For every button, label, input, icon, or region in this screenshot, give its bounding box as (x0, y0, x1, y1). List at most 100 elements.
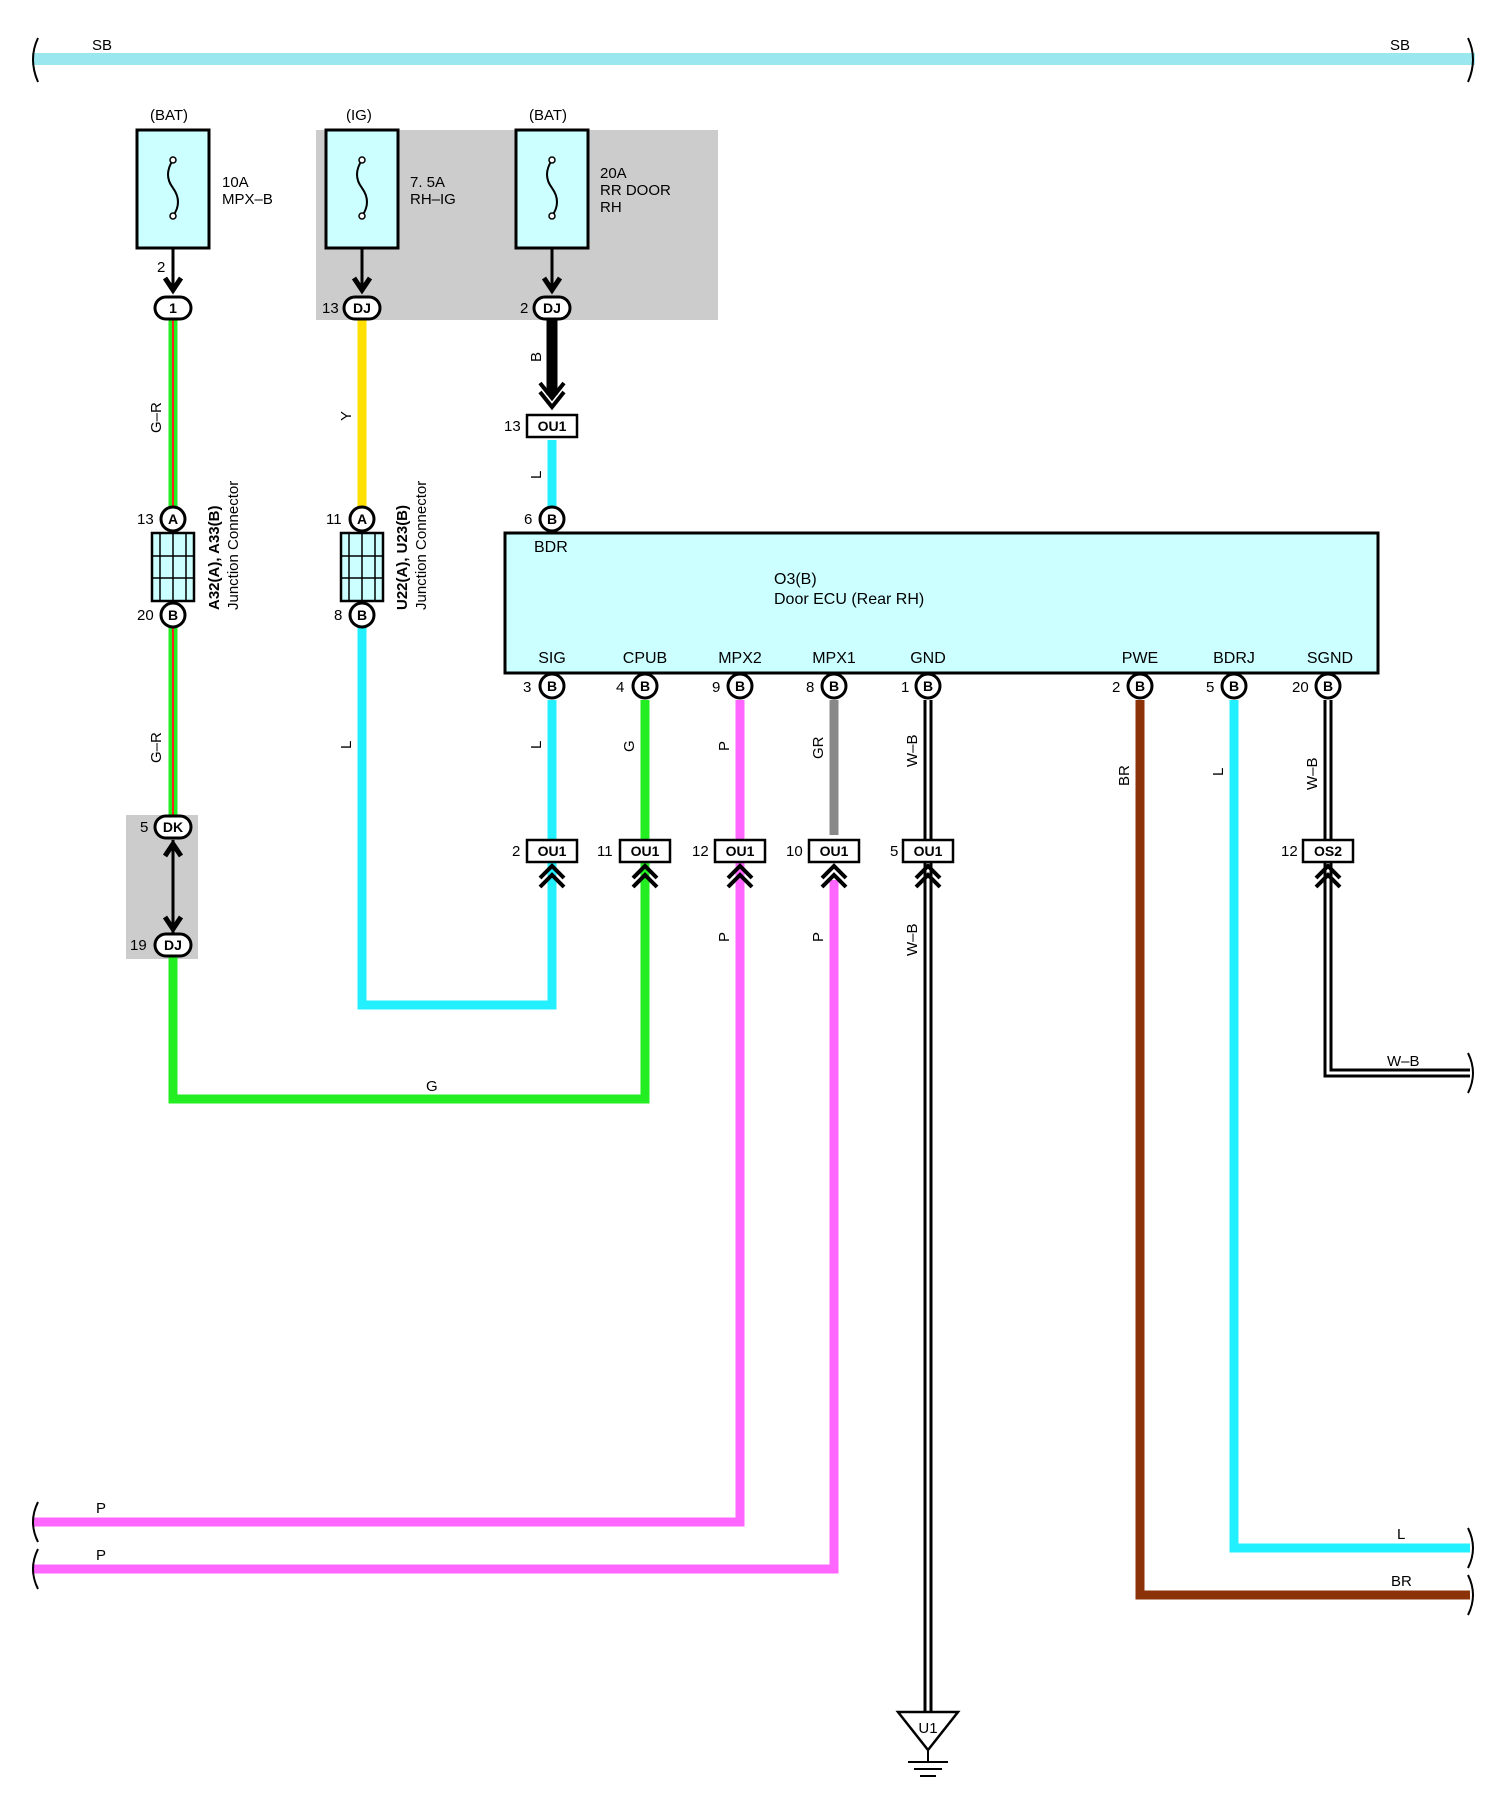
label-gr-upper: G–R (148, 402, 165, 433)
connector-ou1-5: 5 OU1 (890, 838, 955, 889)
label-l-left: L (338, 741, 355, 749)
ecu-pin-bdrj: BDRJ 5 B (1206, 650, 1255, 700)
label-b: B (528, 352, 545, 362)
junction-a-subtitle: Junction Connector (225, 481, 242, 610)
ecu-pin-sgnd-num: 20 (1292, 679, 1309, 696)
ecu-pin-sig-num: 3 (523, 679, 531, 696)
junction-u-top-pin: A (357, 511, 367, 527)
connector-ou1-11: 11 OU1 (597, 838, 672, 889)
ground-u1: U1 (895, 1710, 961, 1777)
ecu-top-pin-num: 6 (524, 511, 532, 528)
wire-l-bdrj (1229, 700, 1470, 1553)
connector-os2-12: 12 OS2 (1281, 838, 1355, 889)
junction-u-title: U22(A), U23(B) (394, 505, 411, 610)
connector-ou1-2-num: 2 (512, 843, 520, 860)
fuse-rr-door-name2: RH (600, 199, 622, 216)
junction-a-bot-pin: B (168, 607, 178, 623)
junction-u-subtitle: Junction Connector (413, 481, 430, 610)
label-l-sig: L (528, 741, 545, 749)
ecu-pin-sgnd: SGND 20 B (1292, 650, 1353, 700)
ecu-pin-mpx1-pin: B (829, 678, 839, 694)
junction-u-top-num: 11 (326, 511, 342, 528)
ecu-pin-cpub-pin: B (640, 678, 650, 694)
ecu-pin-sgnd-label: SGND (1307, 650, 1353, 667)
sb-left-label: SB (92, 37, 112, 54)
ecu-pin-cpub-num: 4 (616, 679, 624, 696)
connector-dk: 5 DK (140, 814, 193, 840)
fuse-pin-dj-2-num: 2 (520, 300, 528, 317)
ecu-pin-gnd-pin: B (923, 678, 933, 694)
label-l-short: L (528, 471, 545, 479)
connector-dk-label: DK (163, 819, 183, 835)
connector-ou1-2-label: OU1 (538, 843, 567, 859)
junction-a-bot-num: 20 (137, 607, 154, 624)
ecu-pin-mpx2-pin: B (735, 678, 745, 694)
ecu-pin-sgnd-pin: B (1323, 678, 1333, 694)
connector-ou1-11-label: OU1 (631, 843, 660, 859)
fuse-pin-dj-13-num: 13 (322, 300, 339, 317)
connector-ou1-5-num: 5 (890, 843, 898, 860)
dk-dj-link (162, 839, 184, 934)
ecu-code: O3(B) (774, 571, 817, 588)
break-marks (32, 1052, 1474, 1616)
fuse-rr-door-name: RR DOOR (600, 182, 671, 199)
sb-bus: SB SB (32, 37, 1475, 83)
ecu-pin-mpx2-label: MPX2 (718, 650, 762, 667)
junction-a-top-num: 13 (137, 511, 154, 528)
fuse-mpx-b-rating: 10A (222, 174, 249, 191)
b-wire-arrow (538, 381, 566, 411)
fuse-rr-door-rh: (BAT) 20A RR DOOR RH (514, 107, 671, 250)
connector-os2-12-num: 12 (1281, 843, 1298, 860)
ecu-top-pin-pin: B (547, 511, 557, 527)
connector-ou1-13: 13 OU1 (504, 413, 579, 439)
connector-dk-num: 5 (140, 819, 148, 836)
ecu-pin-pwe: PWE 2 B (1112, 650, 1158, 700)
ecu-bdr-label: BDR (534, 539, 568, 556)
wire-p-mpx2 (32, 700, 745, 1527)
wire-wb-sgnd (1323, 700, 1470, 1078)
fuse-pin-1-num: 2 (157, 259, 165, 276)
label-p-mpx2-low: P (716, 932, 733, 942)
ecu-pin-mpx1: MPX1 8 B (806, 650, 856, 700)
ecu-pin-bdrj-label: BDRJ (1213, 650, 1255, 667)
ecu-pin-mpx1-num: 8 (806, 679, 814, 696)
connector-ou1-10-label: OU1 (820, 843, 849, 859)
ecu-pin-bdrj-num: 5 (1206, 679, 1214, 696)
ecu-pin-bdrj-pin: B (1229, 678, 1239, 694)
ecu-pin-cpub-label: CPUB (623, 650, 667, 667)
connector-dj-num: 19 (130, 937, 147, 954)
label-wb-sgnd: W–B (1304, 757, 1321, 790)
junction-u-bot-num: 8 (334, 607, 342, 624)
fuse-rh-ig: (IG) 7. 5A RH–IG (324, 107, 456, 250)
fuse-output-arrows (162, 248, 563, 295)
label-br-right: BR (1391, 1573, 1412, 1590)
label-br-pwe: BR (1116, 765, 1133, 786)
label-l-right: L (1397, 1526, 1405, 1543)
ecu-pin-cpub: CPUB 4 B (616, 650, 667, 700)
label-gr-lower: G–R (148, 732, 165, 763)
junction-u-bot-pin: B (357, 607, 367, 623)
ecu-pin-gnd-label: GND (910, 650, 946, 667)
connector-ou1-2: 2 OU1 (512, 838, 579, 889)
fuse-pin-dj-13: 13 DJ (322, 295, 382, 321)
junction-a-title: A32(A), A33(B) (206, 506, 223, 610)
label-p-left2: P (96, 1547, 106, 1564)
fuse-mpx-b: (BAT) 10A MPX–B (135, 107, 273, 250)
fuse-rr-door-supply: (BAT) (529, 107, 567, 124)
fuse-pin-dj-2-conn: DJ (543, 300, 561, 316)
ecu-pin-sig: SIG 3 B (523, 650, 566, 700)
fuse-rr-door-rating: 20A (600, 165, 627, 182)
connector-os2-12-label: OS2 (1314, 843, 1342, 859)
connector-ou1-11-num: 11 (597, 843, 613, 860)
connector-dj-label: DJ (164, 937, 182, 953)
ecu-pin-gnd: GND 1 B (901, 650, 946, 700)
connector-ou1-5-label: OU1 (914, 843, 943, 859)
fuse-pin-dj-2: 2 DJ (520, 295, 572, 321)
connector-ou1-12-num: 12 (692, 843, 709, 860)
junction-u22-u23: 11 A 8 B U22(A), U23(B) Junction Connect… (326, 481, 430, 629)
fuse-mpx-b-name: MPX–B (222, 191, 273, 208)
ecu-pin-pwe-label: PWE (1122, 650, 1158, 667)
label-y: Y (338, 411, 355, 421)
ecu-top-pin: 6 B (524, 505, 566, 533)
